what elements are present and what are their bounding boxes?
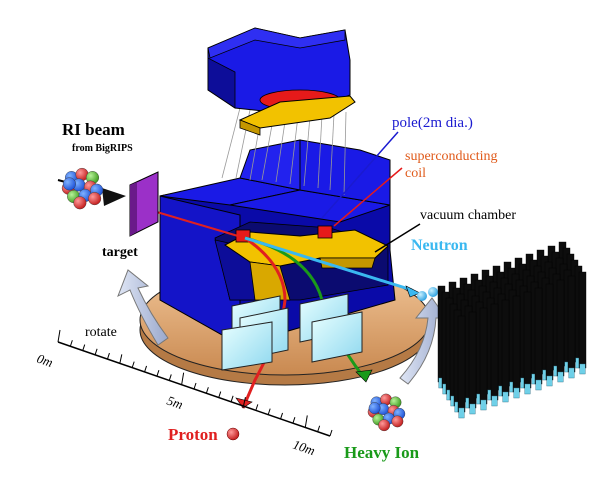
neutron-detector-array-icon <box>437 241 587 419</box>
leader-lines <box>321 131 421 253</box>
scale-tick-0: 0m <box>35 351 55 370</box>
neutron-ball-2 <box>428 287 438 297</box>
labels: RI beam from BigRIPS target pole(2m dia.… <box>35 115 516 462</box>
rotate-label: rotate <box>85 325 117 340</box>
scale-tick-5: 5m <box>165 393 185 412</box>
upper-yoke <box>207 27 356 196</box>
nucleus-icon <box>367 393 406 432</box>
scale-tick-10: 10m <box>291 437 317 458</box>
neutron-ball-1 <box>417 291 427 301</box>
ri-beam-label: RI beam <box>62 120 125 139</box>
from-bigrips-label: from BigRIPS <box>72 143 133 154</box>
proton-ball <box>226 427 240 441</box>
rotate-arrows <box>117 269 447 385</box>
coil-label-line2: coil <box>405 166 426 181</box>
target-label: target <box>102 245 138 260</box>
proton-label: Proton <box>168 425 218 444</box>
neutron-label: Neutron <box>411 237 468 254</box>
drift-chambers <box>221 293 363 371</box>
pole-label: pole(2m dia.) <box>392 115 473 131</box>
scale-ruler <box>57 329 333 437</box>
nucleus-icon <box>61 167 104 210</box>
target <box>129 171 159 237</box>
coil-label-line1: superconducting <box>405 149 498 164</box>
heavy-ion-label: Heavy Ion <box>344 443 420 462</box>
vacuum-chamber-label: vacuum chamber <box>420 208 516 223</box>
